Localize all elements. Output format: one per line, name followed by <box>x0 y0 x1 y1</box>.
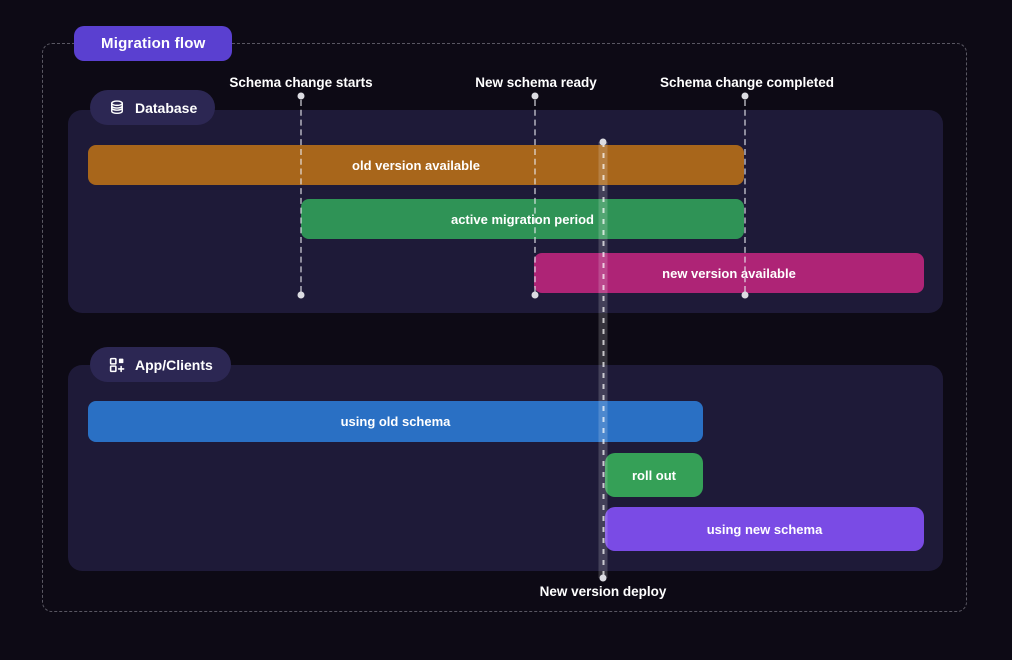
marker-dot <box>531 92 539 100</box>
marker-label-schema-change-completed: Schema change completed <box>659 75 835 90</box>
marker-dot <box>531 291 539 299</box>
marker-label-new-version-deploy: New version deploy <box>539 584 667 599</box>
app-clients-lane-label: App/Clients <box>135 356 213 373</box>
database-lane-badge: Database <box>90 90 216 125</box>
marker-dot <box>741 291 749 299</box>
deploy-marker-line <box>598 142 608 578</box>
bar-active-migration-period: active migration period <box>301 199 744 239</box>
marker-dot <box>599 138 607 146</box>
marker-dot <box>741 92 749 100</box>
marker-line-schema-change-completed <box>744 100 746 292</box>
marker-dot <box>599 574 607 582</box>
bar-using-old-schema: using old schema <box>88 401 703 442</box>
database-icon <box>108 99 126 117</box>
bar-roll-out: roll out <box>605 453 703 497</box>
app-clients-lane-badge: App/Clients <box>90 347 231 382</box>
marker-dot <box>297 92 305 100</box>
diagram-title-badge: Migration flow <box>74 26 233 61</box>
bar-old-version-available: old version available <box>88 145 744 185</box>
marker-label-schema-change-starts: Schema change starts <box>229 75 373 90</box>
marker-line-schema-change-starts <box>300 100 302 292</box>
apps-grid-plus-icon <box>108 356 126 374</box>
diagram-dashed-border <box>42 43 967 612</box>
bar-new-version-available: new version available <box>534 253 924 293</box>
bar-using-new-schema: using new schema <box>605 507 924 551</box>
marker-dot <box>297 291 305 299</box>
marker-label-new-schema-ready: New schema ready <box>475 75 597 90</box>
marker-line-new-schema-ready <box>534 100 536 292</box>
database-lane-label: Database <box>135 99 198 116</box>
